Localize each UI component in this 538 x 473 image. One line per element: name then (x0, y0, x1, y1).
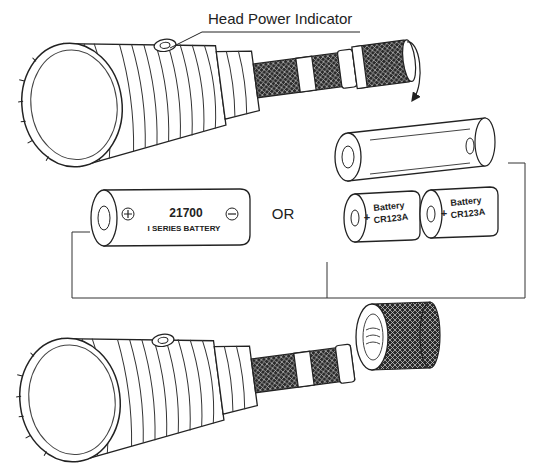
polarity-sign: + (441, 208, 447, 219)
battery-series: I SERIES BATTERY (148, 225, 221, 233)
callout-label: Head Power Indicator (208, 11, 352, 26)
battery-type: 21700 (169, 207, 202, 219)
or-text: OR (272, 206, 295, 221)
polarity-sign: + (364, 212, 370, 223)
